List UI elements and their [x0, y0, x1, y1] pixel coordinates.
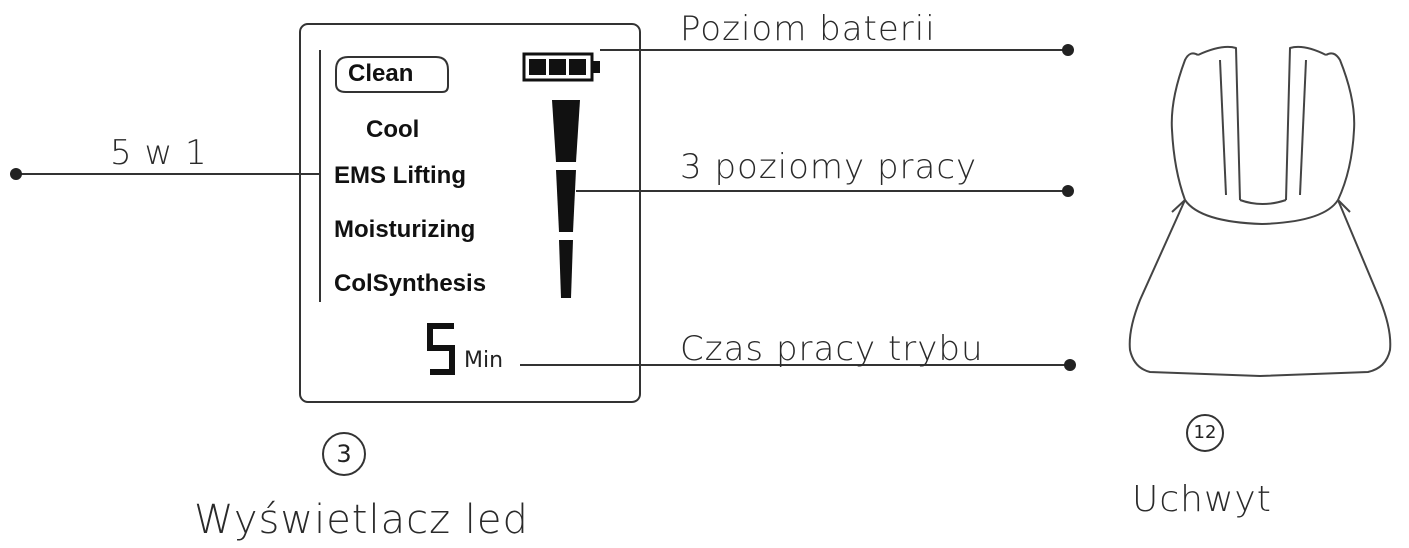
mode-colsynthesis: ColSynthesis: [334, 270, 487, 297]
callout-dot-modes: [10, 168, 22, 180]
mode-clean: Clean: [348, 60, 414, 87]
timer-unit: Min: [464, 348, 504, 373]
timer-value: 5: [428, 322, 458, 374]
callout-levels-label: 3 poziomy pracy: [680, 147, 978, 187]
display-caption: Wyświetlacz led: [194, 497, 529, 543]
led-display-frame: [299, 23, 641, 403]
mode-cool: Cool: [366, 116, 420, 143]
clean-mode-frame: [335, 56, 449, 93]
battery-icon: [522, 52, 600, 82]
holder-illustration: [1128, 45, 1392, 377]
display-number-badge: 3: [322, 432, 366, 476]
callout-dot-battery: [1062, 44, 1074, 56]
display-number: 3: [336, 440, 352, 468]
level-segment-1: [559, 240, 573, 298]
holder-number: 12: [1193, 422, 1217, 443]
callout-dot-time: [1064, 359, 1076, 371]
level-segment-2: [556, 170, 576, 232]
callout-dot-levels: [1062, 185, 1074, 197]
level-segment-3: [552, 100, 580, 162]
mode-ems-lifting: EMS Lifting: [334, 162, 466, 189]
holder-number-badge: 12: [1186, 414, 1224, 452]
mode-moisturizing: Moisturizing: [334, 216, 476, 243]
callout-battery-label: Poziom baterii: [680, 9, 936, 49]
timer-digit-5-shape: [427, 323, 455, 375]
holder-caption: Uchwyt: [1132, 479, 1272, 520]
callout-modes-label: 5 w 1: [110, 133, 208, 173]
callout-time-label: Czas pracy trybu: [680, 329, 984, 369]
